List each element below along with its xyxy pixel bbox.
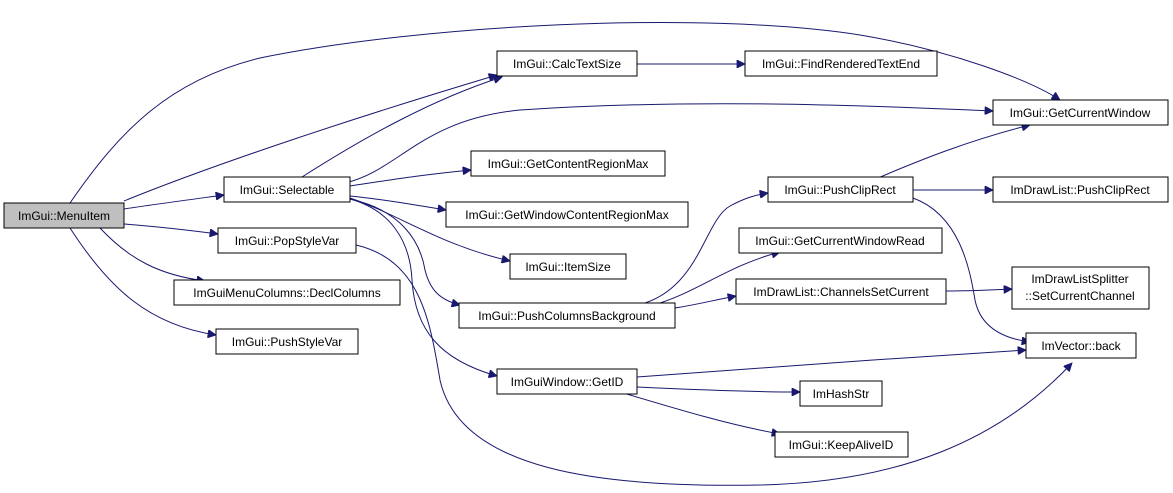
edge-getid-imhashstr <box>636 386 800 392</box>
node-keepaliveid[interactable]: ImGui::KeepAliveID <box>774 431 909 458</box>
node-getid[interactable]: ImGuiWindow::GetID <box>496 368 638 395</box>
edge-selectable-getid <box>349 198 497 376</box>
node-label: ImGui::GetCurrentWindow <box>1010 106 1151 120</box>
edge-pushcolumnsbackground-pushcliprect <box>644 193 768 304</box>
node-getcontentregionmax[interactable]: ImGui::GetContentRegionMax <box>470 150 666 177</box>
edge-pushcliprect-getcurrentwindow <box>877 125 1030 179</box>
node-label: ImGui::GetContentRegionMax <box>488 157 649 171</box>
node-label: ImGui::PushClipRect <box>784 183 896 197</box>
node-pushstylevar[interactable]: ImGui::PushStyleVar <box>215 328 359 355</box>
node-label: ImGui::ItemSize <box>525 260 611 274</box>
node-label-line1: ImDrawListSplitter <box>1031 272 1128 286</box>
edges-layer <box>69 22 1072 486</box>
edge-menuitem-getcurrentwindow <box>69 22 1060 204</box>
node-getcurrentwindowread[interactable]: ImGui::GetCurrentWindowRead <box>738 227 943 254</box>
node-label: ImGui::GetWindowContentRegionMax <box>465 208 668 222</box>
node-label: ImGui::PushColumnsBackground <box>478 309 655 323</box>
edge-popstylevar-vectorback <box>355 244 1072 486</box>
node-imhashstr[interactable]: ImHashStr <box>799 380 883 407</box>
node-vectorback[interactable]: ImVector::back <box>1025 332 1137 359</box>
node-channelssetcurrent[interactable]: ImDrawList::ChannelsSetCurrent <box>735 278 947 305</box>
node-splitter[interactable]: ImDrawListSplitter ::SetCurrentChannel <box>1011 266 1150 310</box>
node-label: ImGui::MenuItem <box>18 209 110 223</box>
node-itemsize[interactable]: ImGui::ItemSize <box>509 253 627 280</box>
node-getwindowcontentregionmax[interactable]: ImGui::GetWindowContentRegionMax <box>445 201 689 228</box>
node-label: ImGui::Selectable <box>240 183 335 197</box>
node-label: ImGui::PopStyleVar <box>235 234 339 248</box>
edge-pushcolumnsbackground-channelssetcurrent <box>674 296 736 309</box>
edge-selectable-getcurrentwindow <box>344 103 993 184</box>
node-label: ImGui::PushStyleVar <box>232 335 342 349</box>
node-calctextsize[interactable]: ImGui::CalcTextSize <box>496 50 638 77</box>
node-label: ImGuiMenuColumns::DeclColumns <box>193 286 380 300</box>
node-label: ImGuiWindow::GetID <box>511 375 624 389</box>
edge-selectable-getcontentregionmax <box>349 170 471 187</box>
edge-channelssetcurrent-splitter <box>945 289 1012 291</box>
node-declcolumns[interactable]: ImGuiMenuColumns::DeclColumns <box>173 279 401 306</box>
node-label-line2: ::SetCurrentChannel <box>1025 289 1134 303</box>
node-selectable[interactable]: ImGui::Selectable <box>223 176 351 203</box>
edge-menuitem-pushstylevar <box>69 227 216 335</box>
edge-selectable-calctextsize <box>301 77 502 178</box>
node-drawlistpushcliprect[interactable]: ImDrawList::PushClipRect <box>992 176 1169 203</box>
node-label: ImVector::back <box>1041 339 1121 353</box>
edge-menuitem-popstylevar <box>123 223 218 234</box>
node-pushcliprect[interactable]: ImGui::PushClipRect <box>767 176 914 203</box>
edge-menuitem-calctextsize <box>123 75 497 202</box>
node-label: ImHashStr <box>813 387 870 401</box>
edge-menuitem-declcolumns <box>99 227 205 281</box>
edge-menuitem-selectable <box>123 195 224 210</box>
node-menuitem[interactable]: ImGui::MenuItem <box>3 202 125 229</box>
edge-selectable-pushcolumnsbackground <box>349 198 460 305</box>
node-label: ImGui::FindRenderedTextEnd <box>762 57 920 71</box>
node-pushcolumnsbackground[interactable]: ImGui::PushColumnsBackground <box>458 302 676 329</box>
edge-pushcliprect-vectorback <box>912 197 1030 342</box>
node-label: ImGui::GetCurrentWindowRead <box>755 234 924 248</box>
node-getcurrentwindow[interactable]: ImGui::GetCurrentWindow <box>992 99 1169 126</box>
edge-pushcolumnsbackground-getcurrentwindowread <box>659 252 780 304</box>
node-popstylevar[interactable]: ImGui::PopStyleVar <box>217 227 357 254</box>
edge-getid-keepaliveid <box>619 391 780 434</box>
edge-selectable-itemsize <box>349 197 510 261</box>
node-label: ImDrawList::PushClipRect <box>1010 183 1150 197</box>
edge-selectable-getwindowcontentregionmax <box>349 195 446 210</box>
edge-getid-vectorback <box>636 350 1026 378</box>
node-label: ImDrawList::ChannelsSetCurrent <box>753 285 929 299</box>
nodes-layer: ImGui::MenuItem ImGui::Selectable ImGui:… <box>3 50 1169 458</box>
node-findrenderedtextend[interactable]: ImGui::FindRenderedTextEnd <box>744 50 938 77</box>
node-label: ImGui::KeepAliveID <box>789 438 894 452</box>
node-label: ImGui::CalcTextSize <box>513 57 621 71</box>
